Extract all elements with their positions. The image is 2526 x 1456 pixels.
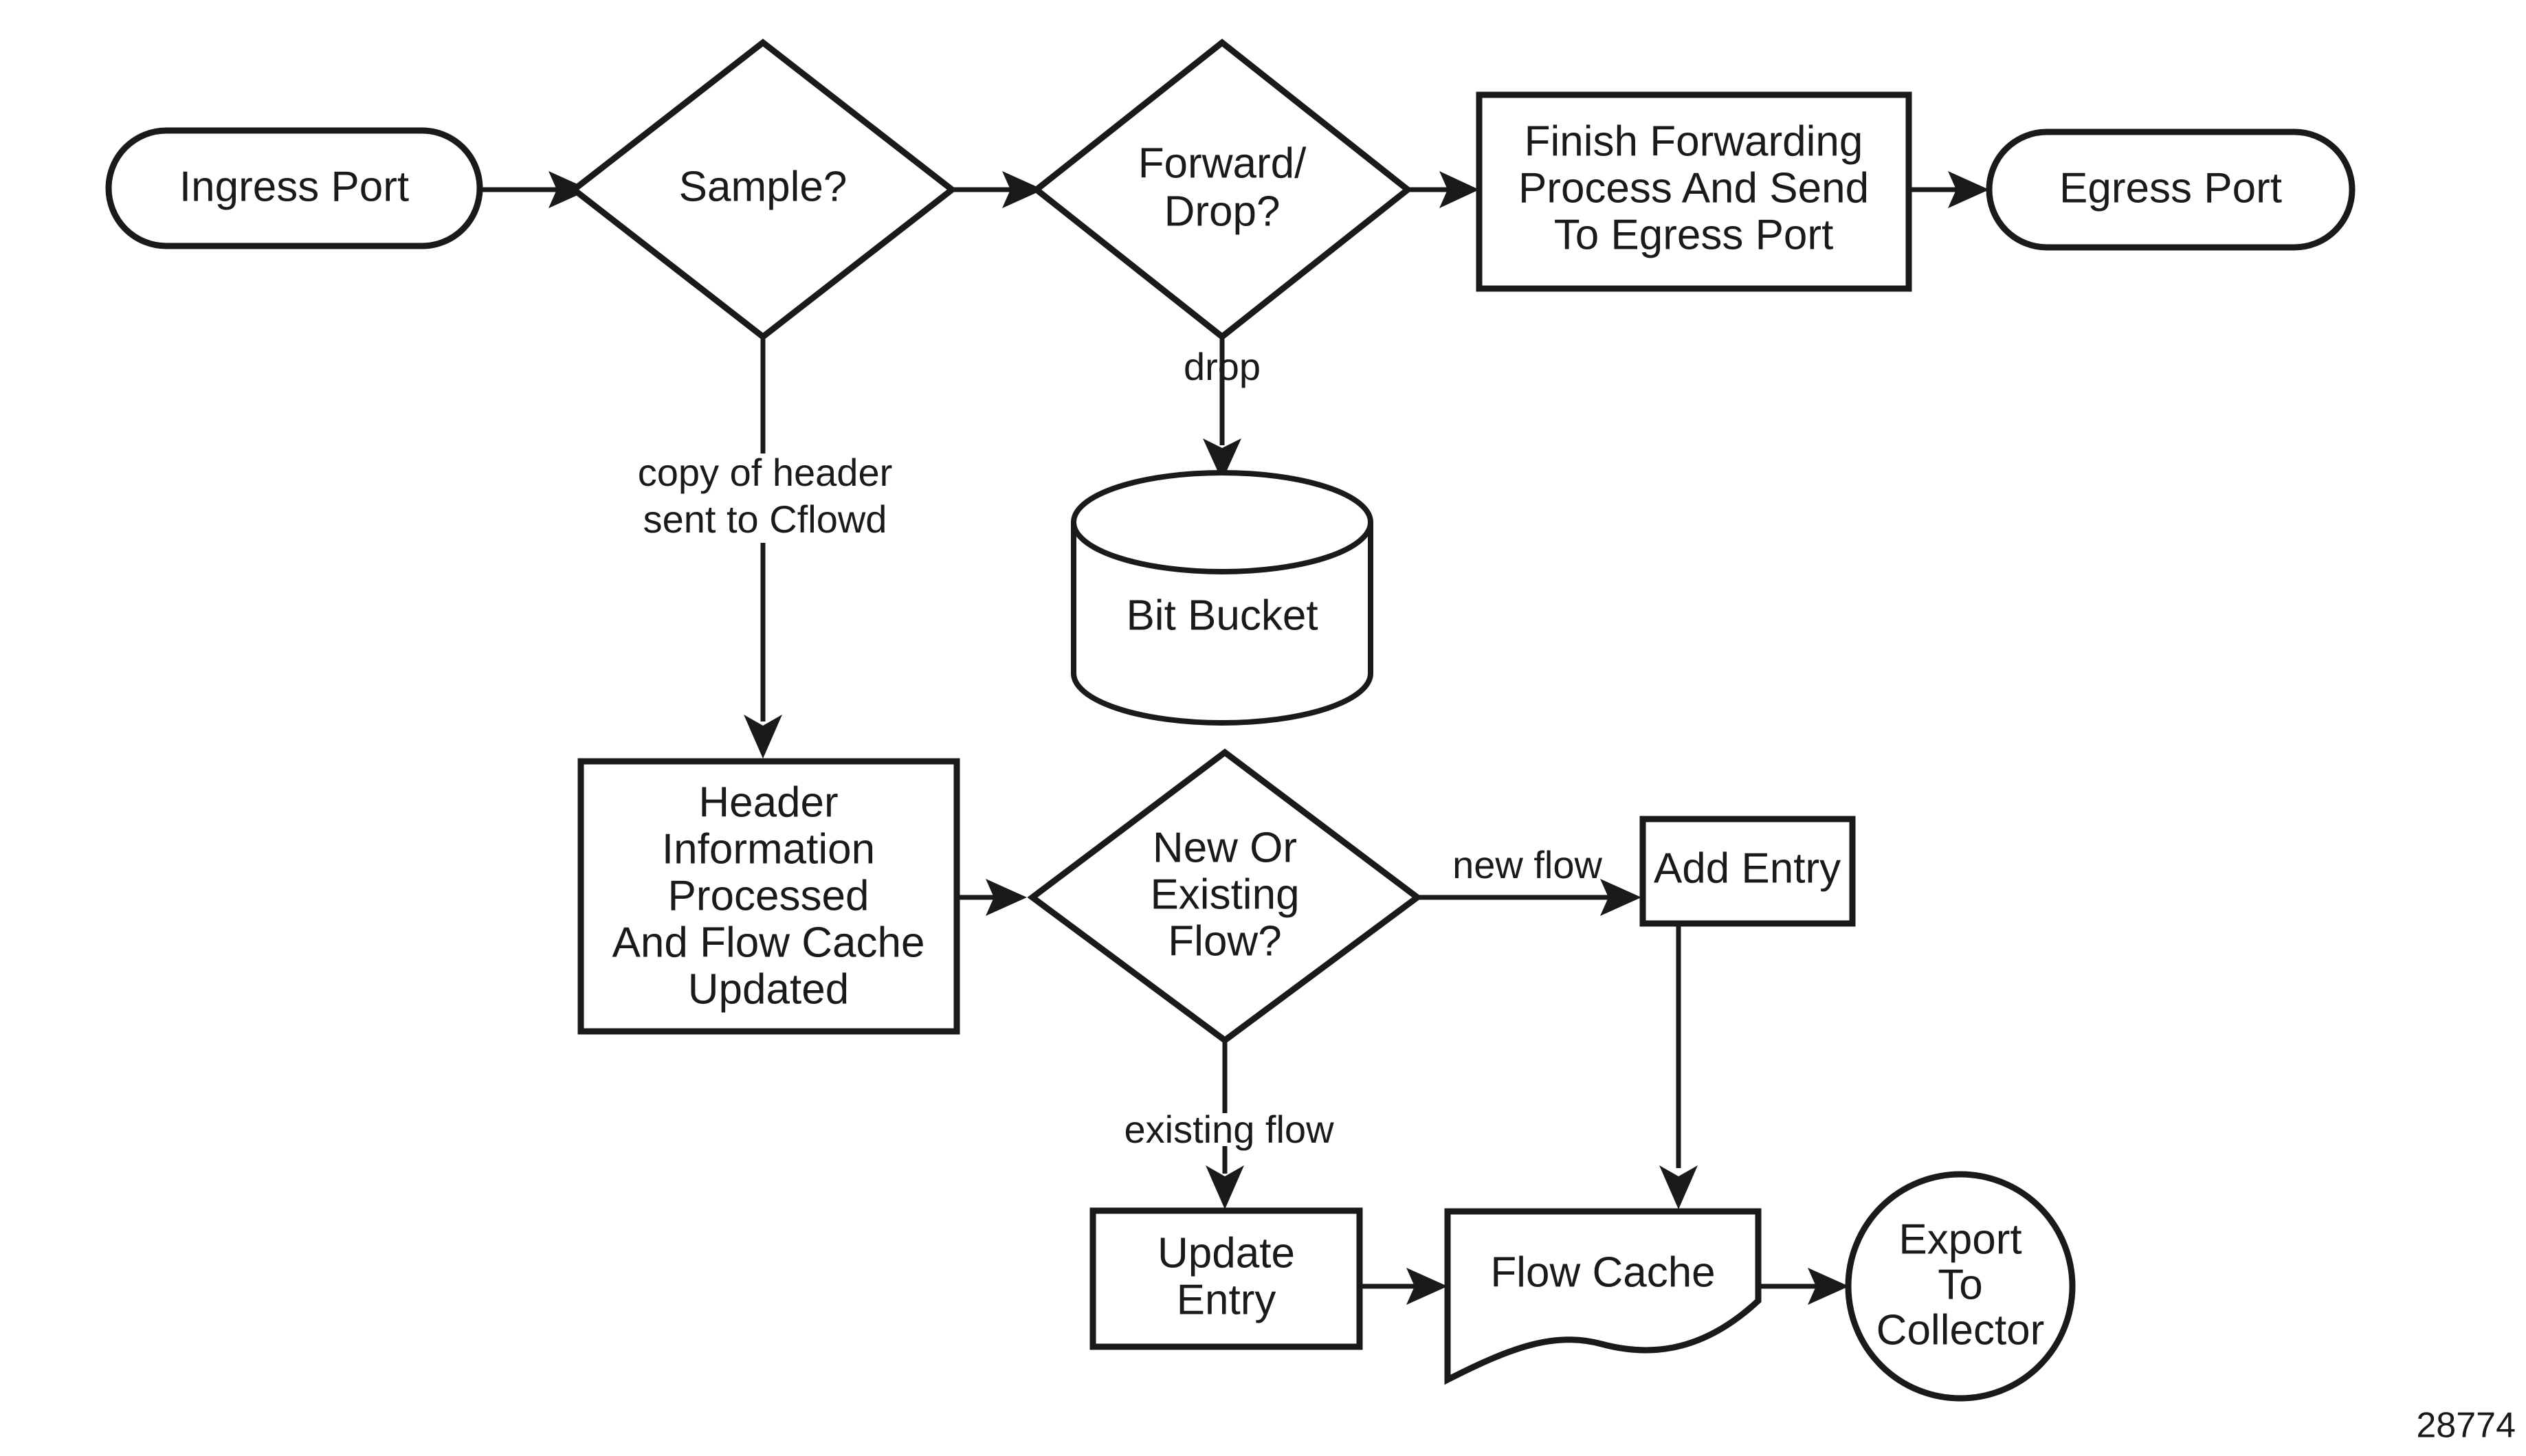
arrow-head-icon bbox=[1206, 1165, 1244, 1209]
flow-cache-label: Flow Cache bbox=[1490, 1248, 1715, 1296]
arrow-head-icon bbox=[1808, 1268, 1849, 1305]
header-processed-label-line2: Information bbox=[662, 825, 875, 873]
forward-drop-label-line2: Drop? bbox=[1164, 188, 1281, 235]
edge-add-entry-to-flow-cache bbox=[1659, 923, 1698, 1209]
arrow-head-icon bbox=[1203, 438, 1241, 481]
forward-drop-label-line1: Forward/ bbox=[1138, 139, 1307, 187]
node-update-entry[interactable]: Update Entry bbox=[1089, 1207, 1363, 1350]
bit-bucket-body bbox=[1071, 519, 1373, 726]
edge-finish-to-egress bbox=[1909, 171, 1989, 208]
add-entry-label: Add Entry bbox=[1654, 844, 1841, 892]
finish-forwarding-label-line1: Finish Forwarding bbox=[1525, 117, 1863, 165]
node-ingress-port[interactable]: Ingress Port bbox=[105, 127, 483, 249]
finish-forwarding-label-line3: To Egress Port bbox=[1554, 211, 1834, 258]
sample-decision-label: Sample? bbox=[679, 163, 847, 210]
export-to-collector-label-line3: Collector bbox=[1876, 1306, 2045, 1354]
arrow-head-icon bbox=[986, 879, 1027, 916]
node-bit-bucket[interactable]: Bit Bucket bbox=[1071, 470, 1373, 726]
node-egress-port[interactable]: Egress Port bbox=[1986, 128, 2356, 251]
arrow-head-icon bbox=[1439, 171, 1479, 208]
update-entry-shape bbox=[1089, 1207, 1363, 1350]
update-entry-label-line1: Update bbox=[1157, 1229, 1295, 1277]
edge-sample-to-header: copy of header sent to Cflowd bbox=[638, 337, 892, 759]
edge-existing-flow-to-update-entry: existing flow bbox=[1124, 1040, 1334, 1209]
bit-bucket-top bbox=[1071, 470, 1373, 574]
node-export-to-collector[interactable]: Export To Collector bbox=[1845, 1171, 2076, 1402]
export-to-collector-shape bbox=[1845, 1171, 2076, 1402]
arrow-head-icon bbox=[1600, 879, 1641, 916]
new-or-existing-label-line3: Flow? bbox=[1168, 917, 1281, 965]
ingress-port-label: Ingress Port bbox=[179, 163, 409, 210]
egress-port-shape bbox=[1986, 128, 2356, 251]
arrow-head-icon bbox=[1659, 1165, 1698, 1209]
flow-cache-shape bbox=[1444, 1208, 1762, 1385]
edge-label-drop: drop bbox=[1184, 345, 1261, 388]
edge-flow-cache-to-export bbox=[1758, 1268, 1849, 1305]
new-or-existing-label-line1: New Or bbox=[1153, 824, 1297, 871]
update-entry-label-line2: Entry bbox=[1177, 1276, 1276, 1323]
header-processed-label-line5: Updated bbox=[688, 965, 849, 1013]
node-add-entry[interactable]: Add Entry bbox=[1639, 816, 1856, 927]
finish-forwarding-shape bbox=[1476, 91, 1912, 292]
node-finish-forwarding[interactable]: Finish Forwarding Process And Send To Eg… bbox=[1476, 91, 1912, 292]
edge-label-copy-header-line1: copy of header bbox=[638, 451, 892, 494]
node-new-or-existing-decision[interactable]: New Or Existing Flow? bbox=[1027, 748, 1423, 1044]
edge-forward-to-finish bbox=[1408, 171, 1479, 208]
node-header-processed[interactable]: Header Information Processed And Flow Ca… bbox=[577, 758, 960, 1035]
node-forward-drop-decision[interactable]: Forward/ Drop? bbox=[1031, 38, 1413, 341]
edge-label-existing-flow: existing flow bbox=[1124, 1108, 1334, 1151]
bit-bucket-label: Bit Bucket bbox=[1126, 592, 1318, 639]
header-processed-label-line3: Processed bbox=[668, 872, 869, 919]
edge-header-to-new-existing bbox=[957, 879, 1027, 916]
arrow-head-icon bbox=[1002, 171, 1043, 208]
export-to-collector-label-line1: Export bbox=[1898, 1216, 2021, 1263]
edge-label-new-flow: new flow bbox=[1452, 843, 1602, 886]
edge-label-copy-header-line2: sent to Cflowd bbox=[643, 497, 887, 541]
figure-number: 28774 bbox=[2416, 1406, 2516, 1446]
edge-forward-drop-to-bit-bucket: drop bbox=[1184, 337, 1261, 481]
edge-new-flow-to-add-entry: new flow bbox=[1417, 843, 1641, 916]
edge-update-entry-to-flow-cache bbox=[1360, 1268, 1448, 1305]
edge-sample-to-forward-drop bbox=[952, 171, 1043, 208]
header-processed-label-line4: And Flow Cache bbox=[612, 919, 925, 966]
arrow-head-icon bbox=[1948, 171, 1989, 208]
header-processed-label-line1: Header bbox=[698, 779, 838, 826]
add-entry-shape bbox=[1639, 816, 1856, 927]
new-or-existing-label-line2: Existing bbox=[1150, 871, 1299, 918]
node-flow-cache[interactable]: Flow Cache bbox=[1444, 1208, 1762, 1385]
arrow-head-icon bbox=[1406, 1268, 1448, 1305]
ingress-port-shape bbox=[105, 127, 483, 249]
node-sample-decision[interactable]: Sample? bbox=[568, 38, 957, 341]
egress-port-label: Egress Port bbox=[2059, 164, 2282, 212]
arrow-head-icon bbox=[744, 715, 782, 759]
export-to-collector-label-line2: To bbox=[1938, 1261, 1982, 1308]
finish-forwarding-label-line2: Process And Send bbox=[1518, 164, 1869, 212]
